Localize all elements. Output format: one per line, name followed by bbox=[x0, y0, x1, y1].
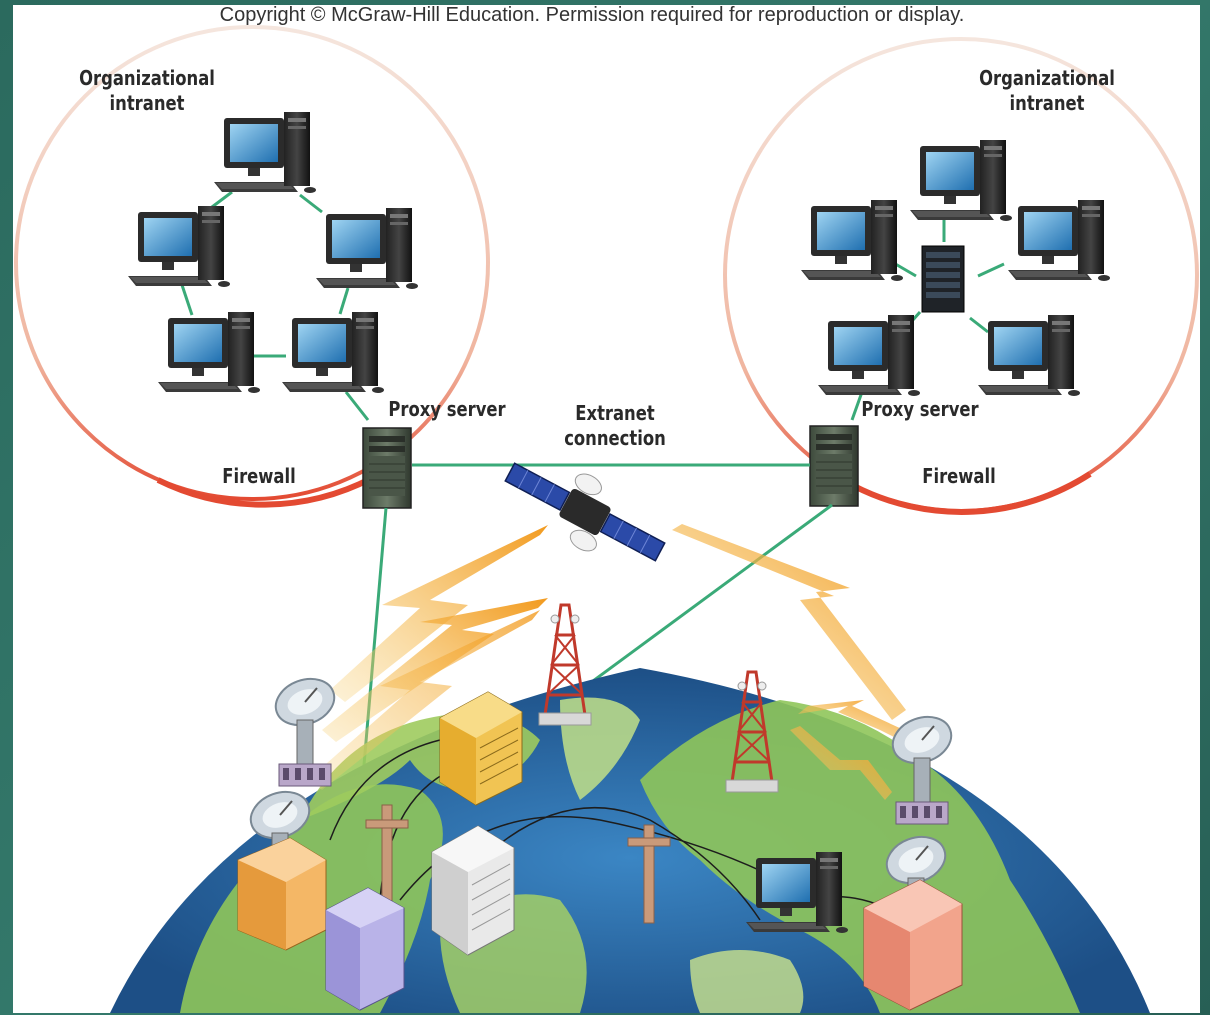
computer-icon bbox=[801, 200, 903, 281]
proxy-server-icon bbox=[809, 425, 859, 507]
hub-server-icon bbox=[921, 245, 965, 313]
building-icon bbox=[237, 837, 327, 951]
right-proxy-label: Proxy server bbox=[861, 397, 979, 421]
left-proxy-label: Proxy server bbox=[388, 397, 506, 421]
left-intranet-title-line1: Organizational bbox=[79, 66, 215, 90]
computer-icon bbox=[158, 312, 260, 393]
satellite-icon bbox=[504, 462, 666, 562]
left-firewall-arc bbox=[156, 475, 374, 508]
right-intranet-title-line1: Organizational bbox=[979, 66, 1115, 90]
computer-icon bbox=[1008, 200, 1110, 281]
building-icon bbox=[325, 887, 405, 1011]
computer-icon bbox=[282, 312, 384, 393]
building-icon bbox=[863, 879, 963, 1011]
left-lan-links bbox=[180, 190, 370, 421]
computer-icon bbox=[128, 206, 230, 287]
computer-icon bbox=[910, 140, 1012, 221]
left-firewall-label: Firewall bbox=[222, 464, 296, 488]
building-icon bbox=[431, 825, 515, 956]
left-intranet-boundary bbox=[14, 25, 490, 501]
proxy-server-icon bbox=[362, 427, 412, 509]
left-intranet-title: Organizational intranet bbox=[77, 66, 216, 116]
right-intranet-title: Organizational intranet bbox=[977, 66, 1116, 116]
computer-icon bbox=[214, 112, 316, 193]
extranet-connection-label: Extranet connection bbox=[554, 401, 677, 451]
right-intranet-title-line2: intranet bbox=[1009, 91, 1085, 115]
wireless-signals bbox=[310, 524, 906, 800]
computer-icon bbox=[818, 315, 920, 396]
extranet-label-line1: Extranet bbox=[575, 401, 655, 425]
right-firewall-label: Firewall bbox=[922, 464, 996, 488]
building-icon bbox=[439, 691, 523, 806]
left-intranet-title-line2: intranet bbox=[109, 91, 185, 115]
right-intranet bbox=[723, 37, 1199, 515]
left-intranet bbox=[14, 25, 490, 509]
right-firewall-arc bbox=[852, 471, 1092, 515]
copyright-notice: Copyright © McGraw-Hill Education. Permi… bbox=[219, 4, 965, 26]
computer-icon bbox=[316, 208, 418, 289]
computer-icon bbox=[978, 315, 1080, 396]
extranet-label-line2: connection bbox=[564, 426, 666, 450]
utility-pole-icon bbox=[627, 824, 671, 924]
